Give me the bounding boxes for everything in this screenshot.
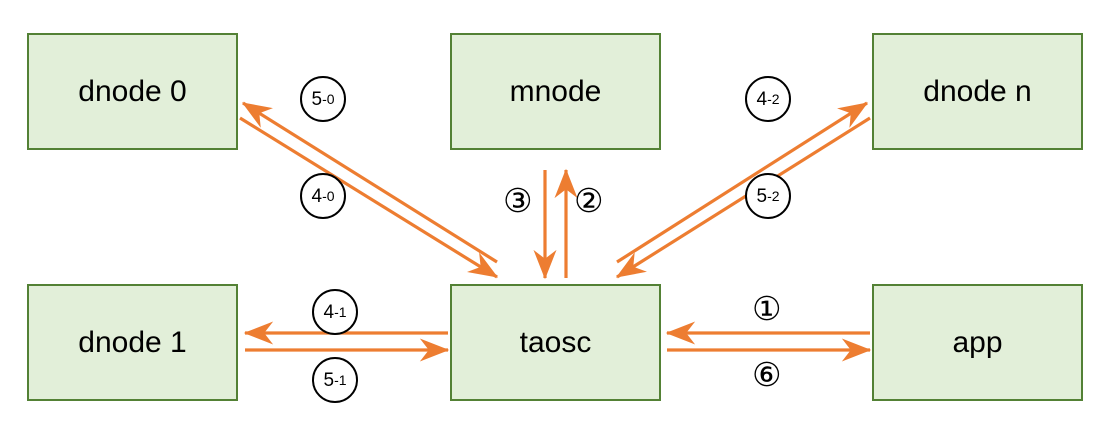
step-label-5-0-sub: -0 [322, 91, 335, 107]
step-label-4-0-main: 4 [311, 185, 323, 207]
node-app-label: app [952, 325, 1003, 359]
step-label-4-0: 4-0 [300, 173, 346, 219]
step-label-5-2-main: 5 [756, 185, 768, 207]
node-mnode-label: mnode [509, 74, 602, 108]
node-dnode0[interactable]: dnode 0 [27, 33, 238, 150]
step-label-4-2-main: 4 [756, 88, 768, 110]
step-label-5-1: 5-1 [312, 357, 358, 403]
arrow-taosc-to-dnode0 [241, 101, 498, 264]
step-label-5-0: 5-0 [300, 76, 346, 122]
step-label-4-1-sub: -1 [334, 304, 347, 320]
step-label-3: ③ [503, 181, 533, 220]
step-label-1: ① [752, 289, 782, 328]
step-label-4-0-sub: -0 [322, 188, 335, 204]
step-label-2: ② [574, 181, 604, 220]
step-label-5-2-sub: -2 [767, 188, 780, 204]
arrow-taosc-to-dnoden [616, 101, 869, 264]
node-dnode1[interactable]: dnode 1 [27, 284, 238, 401]
step-label-4-2: 4-2 [745, 76, 791, 122]
node-taosc[interactable]: taosc [450, 284, 661, 401]
step-label-5-2: 5-2 [745, 173, 791, 219]
node-dnode0-label: dnode 0 [78, 74, 187, 108]
step-label-6: ⑥ [752, 355, 782, 394]
node-mnode[interactable]: mnode [450, 33, 661, 150]
step-label-5-1-sub: -1 [334, 372, 347, 388]
node-taosc-label: taosc [519, 325, 592, 359]
step-label-4-1: 4-1 [312, 289, 358, 335]
step-label-5-0-main: 5 [311, 88, 323, 110]
node-dnoden-label: dnode n [923, 74, 1032, 108]
arrow-dnode0-to-taosc [239, 116, 499, 279]
node-app[interactable]: app [872, 284, 1083, 401]
node-dnode1-label: dnode 1 [78, 325, 187, 359]
step-label-5-1-main: 5 [323, 369, 335, 391]
step-label-4-1-main: 4 [323, 301, 335, 323]
node-dnoden[interactable]: dnode n [872, 33, 1083, 150]
step-label-4-2-sub: -2 [767, 91, 780, 107]
arrow-dnoden-to-taosc [615, 116, 871, 279]
